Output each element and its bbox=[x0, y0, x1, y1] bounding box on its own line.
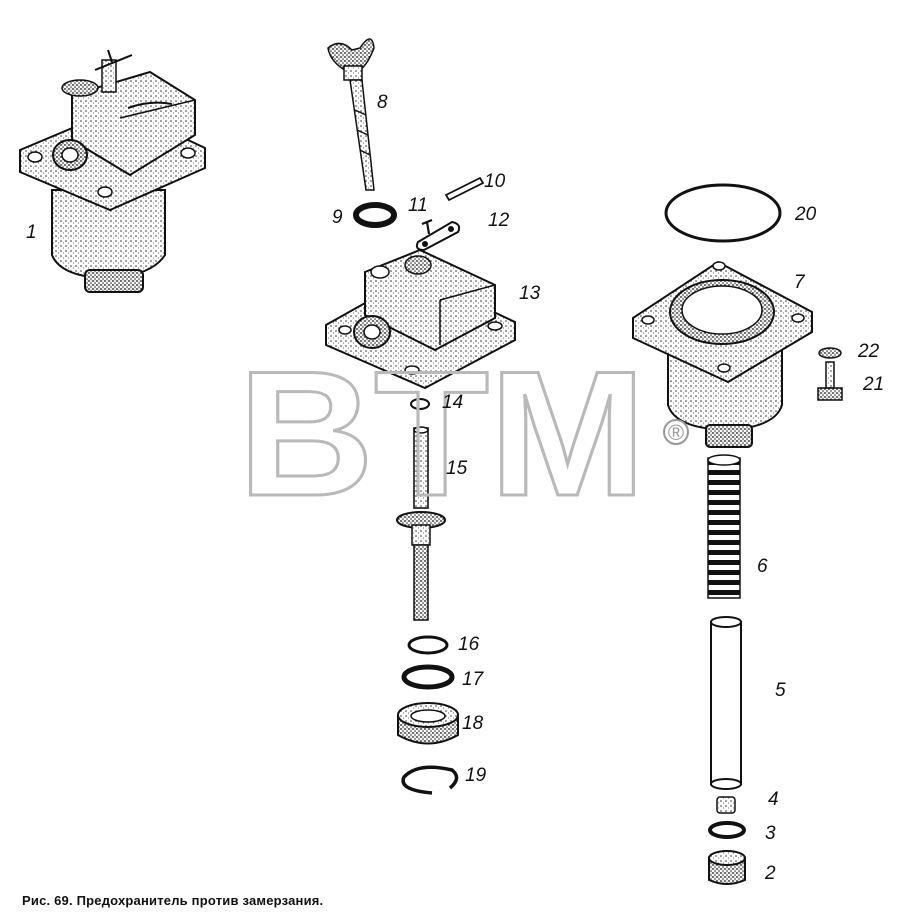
bowl-housing bbox=[632, 260, 813, 448]
plug-2 bbox=[708, 850, 746, 885]
registered-mark: ® bbox=[668, 420, 684, 445]
bushing-18 bbox=[397, 702, 459, 745]
label-part-8: 8 bbox=[377, 92, 388, 113]
tube-5 bbox=[710, 616, 742, 790]
label-part-1: 1 bbox=[26, 222, 37, 243]
label-part-2: 2 bbox=[764, 863, 776, 884]
watermark: BTM ® bbox=[237, 333, 689, 535]
pin-10 bbox=[444, 176, 485, 202]
label-part-19: 19 bbox=[465, 765, 487, 786]
figure-caption: Рис. 69. Предохранитель против замерзани… bbox=[22, 893, 324, 908]
label-part-13: 13 bbox=[519, 283, 541, 304]
washer-3 bbox=[708, 821, 746, 839]
gasket-ring-20 bbox=[664, 183, 782, 243]
label-part-9: 9 bbox=[332, 207, 343, 228]
assembled-antifreeze-unit bbox=[19, 49, 206, 293]
label-part-3: 3 bbox=[765, 823, 776, 844]
label-part-20: 20 bbox=[794, 204, 817, 225]
seal-ring-9 bbox=[353, 202, 397, 228]
label-part-5: 5 bbox=[775, 680, 786, 701]
o-ring-14 bbox=[410, 398, 430, 410]
retaining-ring-19 bbox=[401, 765, 459, 795]
label-part-16: 16 bbox=[458, 634, 480, 655]
label-part-17: 17 bbox=[462, 669, 485, 690]
label-part-22: 22 bbox=[857, 341, 880, 362]
ring-16 bbox=[407, 635, 449, 655]
cover-housing bbox=[325, 248, 516, 390]
label-part-15: 15 bbox=[446, 458, 468, 479]
valve-4 bbox=[716, 796, 736, 814]
label-part-18: 18 bbox=[462, 713, 484, 734]
label-part-14: 14 bbox=[442, 392, 463, 413]
ring-17 bbox=[401, 664, 455, 690]
label-part-4: 4 bbox=[768, 789, 779, 810]
washer-22 bbox=[818, 347, 842, 359]
label-part-12: 12 bbox=[488, 210, 510, 231]
watermark-text: BTM bbox=[238, 334, 646, 533]
label-part-7: 7 bbox=[794, 272, 806, 293]
label-part-6: 6 bbox=[757, 556, 768, 577]
label-part-11: 11 bbox=[408, 195, 428, 216]
part-labels: 1 2 3 4 5 6 7 8 9 10 11 12 13 14 15 16 1… bbox=[26, 92, 884, 884]
spring-6 bbox=[707, 454, 741, 599]
valve-stem bbox=[396, 426, 446, 621]
screw-11 bbox=[421, 218, 433, 235]
bolt-21 bbox=[817, 361, 843, 401]
plate-12 bbox=[415, 220, 461, 252]
label-part-10: 10 bbox=[484, 171, 506, 192]
label-part-21: 21 bbox=[862, 374, 884, 395]
dipstick-rod bbox=[327, 38, 375, 191]
